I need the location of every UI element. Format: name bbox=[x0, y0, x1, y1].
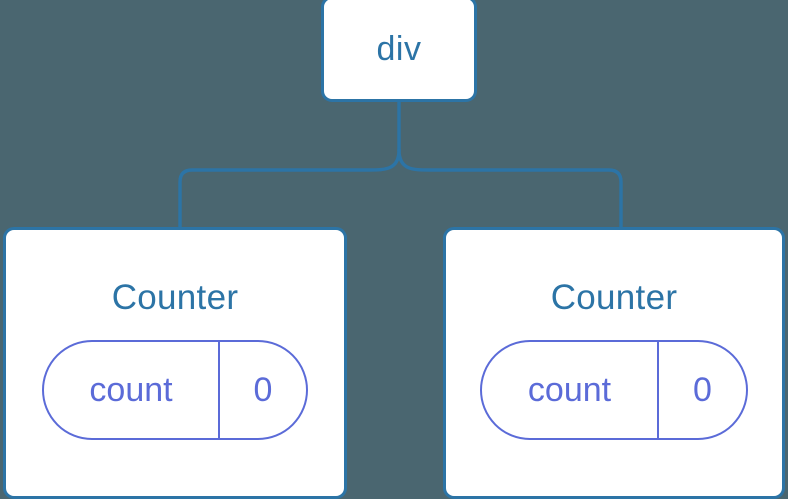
node-div[interactable]: div bbox=[321, 0, 477, 102]
connector-branch-right bbox=[397, 148, 623, 231]
state-key-right: count bbox=[482, 342, 659, 438]
node-div-label: div bbox=[376, 29, 422, 68]
node-counter-right[interactable]: Counter count 0 bbox=[443, 227, 785, 499]
node-counter-right-label: Counter bbox=[550, 278, 678, 317]
state-value-left: 0 bbox=[253, 370, 273, 409]
node-counter-left[interactable]: Counter count 0 bbox=[3, 227, 347, 499]
state-key-left: count bbox=[44, 342, 220, 438]
node-counter-left-label: Counter bbox=[111, 278, 239, 317]
connector-branch-left bbox=[178, 148, 401, 231]
state-pill-left[interactable]: count 0 bbox=[42, 340, 308, 440]
state-pill-right[interactable]: count 0 bbox=[480, 340, 748, 440]
state-value-right: 0 bbox=[693, 370, 712, 409]
